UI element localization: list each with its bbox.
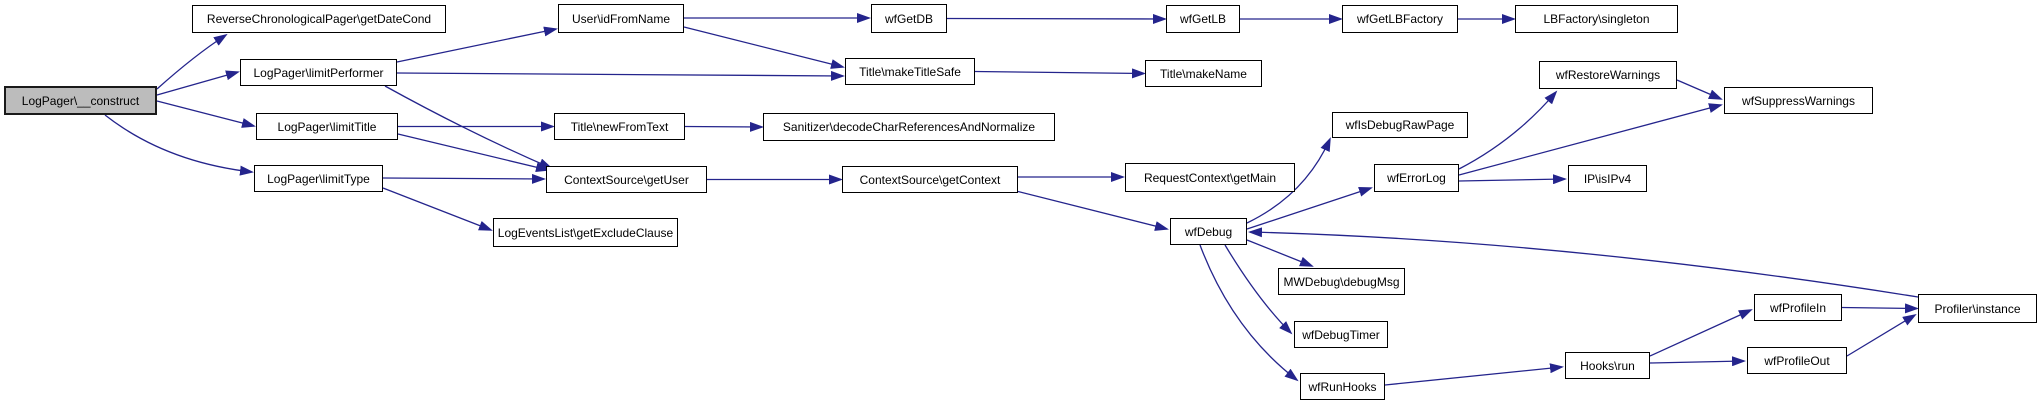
edge-limitTitle-getUser [397, 133, 550, 173]
node-getUser[interactable]: ContextSource\getUser [546, 166, 707, 193]
node-debugMsg[interactable]: MWDebug\debugMsg [1278, 268, 1405, 295]
node-wfGetDB[interactable]: wfGetDB [871, 4, 947, 33]
node-isIPv4[interactable]: IP\isIPv4 [1568, 165, 1647, 192]
edge-idFromName-makeTitleSafe [683, 26, 845, 69]
node-wfProfileOut[interactable]: wfProfileOut [1747, 347, 1847, 374]
edge-wfRunHooks-hooksRun [1384, 363, 1564, 386]
node-makeTitleSafe[interactable]: Title\makeTitleSafe [845, 58, 975, 85]
edge-wfDebug-wfErrorLog [1246, 187, 1373, 230]
edge-wfDebug-wfRunHooks [1199, 244, 1299, 382]
node-construct: LogPager\__construct [4, 86, 157, 115]
node-getContext[interactable]: ContextSource\getContext [842, 166, 1018, 193]
edge-wfDebug-wfIsDebugRawPage [1246, 137, 1331, 224]
node-getDateCond[interactable]: ReverseChronologicalPager\getDateCond [192, 5, 446, 33]
node-limitPerformer[interactable]: LogPager\limitPerformer [240, 59, 397, 86]
node-wfGetLB[interactable]: wfGetLB [1166, 5, 1240, 33]
node-lbSingleton[interactable]: LBFactory\singleton [1515, 5, 1678, 33]
node-wfRunHooks[interactable]: wfRunHooks [1300, 373, 1385, 400]
edge-wfProfileIn-profilerInstance [1841, 303, 1919, 314]
edge-wfProfileOut-profilerInstance [1846, 313, 1917, 357]
edge-construct-limitTitle [156, 100, 256, 128]
edge-construct-limitPerformer [156, 70, 240, 96]
edge-limitPerformer-makeTitleSafe [396, 70, 845, 81]
node-hooksRun[interactable]: Hooks\run [1565, 352, 1650, 379]
edge-newFromText-sanitizer [684, 121, 764, 132]
node-newFromText[interactable]: Title\newFromText [554, 113, 685, 140]
edge-construct-limitType [104, 114, 254, 176]
node-makeName[interactable]: Title\makeName [1145, 60, 1262, 87]
edge-makeTitleSafe-makeName [974, 68, 1146, 79]
edge-limitPerformer-idFromName [396, 26, 558, 63]
node-sanitizer[interactable]: Sanitizer\decodeCharReferencesAndNormali… [763, 113, 1055, 141]
edge-wfErrorLog-wfSuppressWarnings [1458, 103, 1723, 176]
edge-limitType-getExcludeClause [382, 187, 493, 231]
node-wfSuppressWarnings[interactable]: wfSuppressWarnings [1724, 87, 1873, 114]
node-getMain[interactable]: RequestContext\getMain [1125, 163, 1295, 192]
edge-limitPerformer-getUser [384, 85, 553, 169]
node-wfIsDebugRawPage[interactable]: wfIsDebugRawPage [1332, 112, 1468, 138]
edge-wfRestoreWarnings-wfSuppressWarnings [1676, 79, 1723, 100]
node-wfErrorLog[interactable]: wfErrorLog [1374, 164, 1459, 192]
node-idFromName[interactable]: User\idFromName [558, 4, 684, 33]
edge-hooksRun-wfProfileIn [1649, 309, 1753, 357]
node-limitType[interactable]: LogPager\limitType [254, 165, 383, 192]
edge-wfErrorLog-isIPv4 [1458, 174, 1567, 185]
edge-getContext-wfDebug [1015, 190, 1169, 231]
node-getExcludeClause[interactable]: LogEventsList\getExcludeClause [493, 218, 678, 247]
edge-wfDebug-wfDebugTimer [1224, 244, 1293, 335]
node-wfGetLBFactory[interactable]: wfGetLBFactory [1342, 5, 1458, 33]
node-profilerInstance[interactable]: Profiler\instance [1918, 294, 2037, 323]
edge-construct-getDateCond [156, 33, 228, 90]
node-wfRestoreWarnings[interactable]: wfRestoreWarnings [1539, 61, 1677, 89]
edge-limitType-getUser [382, 173, 546, 184]
edge-wfErrorLog-wfRestoreWarnings [1458, 90, 1558, 170]
edge-profilerInstance-wfDebug [1248, 227, 1919, 298]
node-limitTitle[interactable]: LogPager\limitTitle [256, 113, 398, 140]
edge-hooksRun-wfProfileOut [1649, 356, 1746, 367]
node-wfDebug[interactable]: wfDebug [1170, 218, 1247, 245]
node-wfDebugTimer[interactable]: wfDebugTimer [1294, 321, 1388, 348]
edge-wfGetDB-wfGetLB [946, 13, 1167, 24]
edge-wfDebug-debugMsg [1246, 239, 1314, 267]
node-wfProfileIn[interactable]: wfProfileIn [1754, 294, 1842, 321]
